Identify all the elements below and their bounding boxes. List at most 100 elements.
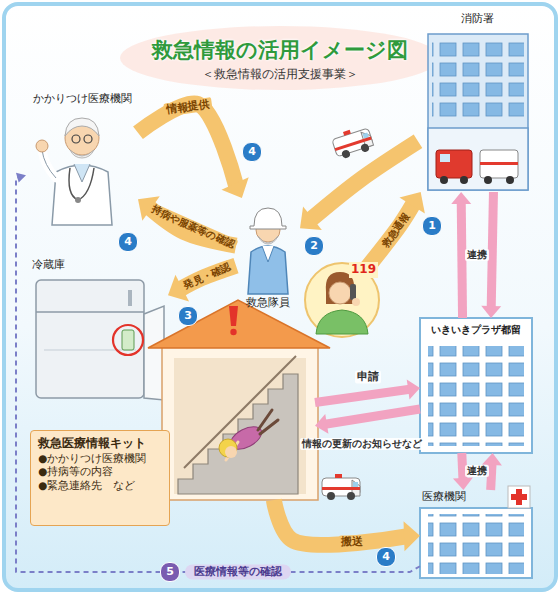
ambulance-icon <box>331 124 375 160</box>
node-label: 救急隊員 <box>246 296 290 310</box>
caller-node: 119 <box>304 262 380 338</box>
fire-station <box>436 150 472 178</box>
connector-group <box>16 173 420 572</box>
node-item: ●持病等の内容 <box>38 465 113 479</box>
doctor-figure <box>84 135 92 143</box>
paramedic-figure <box>262 246 274 262</box>
doctor-figure <box>65 118 99 136</box>
refrigerator <box>128 290 132 306</box>
fire-station <box>480 150 518 178</box>
fridge-node: 冷蔵庫 <box>28 258 168 404</box>
doctor-figure <box>52 165 112 225</box>
clinic-node: かかりつけ医療機関 <box>26 92 138 227</box>
fire-station <box>428 128 528 190</box>
arrow-head <box>453 478 473 490</box>
arrow-band <box>365 204 413 270</box>
arrow-head <box>404 521 420 551</box>
node-label: 救急医療情報キット <box>38 436 146 452</box>
caller-figure <box>352 298 360 306</box>
arrow-head <box>481 306 501 318</box>
house <box>148 300 330 348</box>
stairs <box>178 374 298 494</box>
caller-figure <box>329 282 351 304</box>
connector-label: 連携 <box>465 249 489 261</box>
fallen-person <box>219 439 237 457</box>
hospital-building <box>428 514 524 574</box>
refrigerator <box>36 280 164 400</box>
arrow-head <box>16 173 26 183</box>
callout-number: 4 <box>118 232 138 252</box>
house <box>148 300 330 500</box>
house-node <box>160 340 315 500</box>
arrow-band <box>491 192 493 308</box>
callout-number: 1 <box>422 216 442 236</box>
fire-station <box>440 154 450 162</box>
plaza-building <box>420 318 532 453</box>
node-label: 冷蔵庫 <box>32 258 65 272</box>
node-item: ●かかりつけ医療機関 <box>38 452 146 466</box>
paramedic-figure <box>248 208 288 294</box>
arrow-head <box>222 177 249 198</box>
house <box>174 358 306 494</box>
frame <box>4 4 556 590</box>
fire-station <box>460 176 468 184</box>
refrigerator <box>113 325 143 355</box>
arrow-band <box>462 453 463 480</box>
kit-box: 救急医療情報キット●かかりつけ医療機関●持病等の内容●緊急連絡先 など <box>30 430 170 526</box>
fire-station <box>480 162 518 165</box>
callout-number: 2 <box>304 236 324 256</box>
fire-station <box>432 40 524 120</box>
paramedic-node: 救急隊員 <box>236 198 300 310</box>
stairs <box>178 374 298 494</box>
connector-label: 情報の更新のお知らせなど <box>300 438 424 450</box>
callout-number: 5 <box>160 562 180 582</box>
connector-group <box>315 409 420 434</box>
caller-figure <box>305 263 379 337</box>
fire-station <box>440 176 448 184</box>
doctor-figure <box>42 150 56 178</box>
ambulance-icon <box>322 474 360 500</box>
connector-group <box>365 192 425 270</box>
fire-station <box>428 34 528 190</box>
arrow-head <box>315 414 328 434</box>
fallen-person <box>219 410 278 460</box>
fire-station-node: 消防署 <box>418 12 536 192</box>
doctor-figure <box>75 197 81 203</box>
connector-label: 連携 <box>465 465 489 477</box>
refrigerator <box>36 311 144 313</box>
node-item: ●緊急連絡先 など <box>38 479 135 493</box>
node-label: 消防署 <box>461 12 494 26</box>
arrow-head <box>300 207 322 230</box>
node-label: 医療機関 <box>422 490 466 504</box>
hospital-building <box>511 494 527 500</box>
doctor-figure <box>74 164 90 182</box>
connector-label: 医療情報等の確認 <box>185 564 291 579</box>
hospital-node: 医療機関 <box>420 490 532 578</box>
house <box>184 356 296 468</box>
arrow-band <box>491 463 492 490</box>
fire-station <box>484 176 492 184</box>
refrigerator <box>36 280 144 398</box>
hospital-building <box>420 508 532 578</box>
house <box>162 346 318 500</box>
paramedic-figure <box>248 246 288 294</box>
house <box>229 306 238 326</box>
fire-station <box>428 34 528 190</box>
node-label: かかりつけ医療機関 <box>33 92 132 106</box>
arrow-head <box>451 192 471 204</box>
plaza-building <box>420 318 532 453</box>
connector-group <box>274 500 420 551</box>
arrow-band <box>138 103 236 185</box>
fallen-person <box>260 420 278 434</box>
callout-number: 4 <box>242 142 262 162</box>
arrow-band <box>315 389 410 402</box>
arrow-band <box>325 409 420 424</box>
doctor-figure <box>36 140 48 152</box>
fire-station <box>506 176 514 184</box>
hospital-building <box>420 486 532 578</box>
arrow-band <box>311 141 418 219</box>
doctor-figure <box>42 150 56 178</box>
diagram-title: 救急情報の活用イメージ図 <box>0 36 560 64</box>
node-label: いきいきプラザ都留 <box>431 323 521 336</box>
